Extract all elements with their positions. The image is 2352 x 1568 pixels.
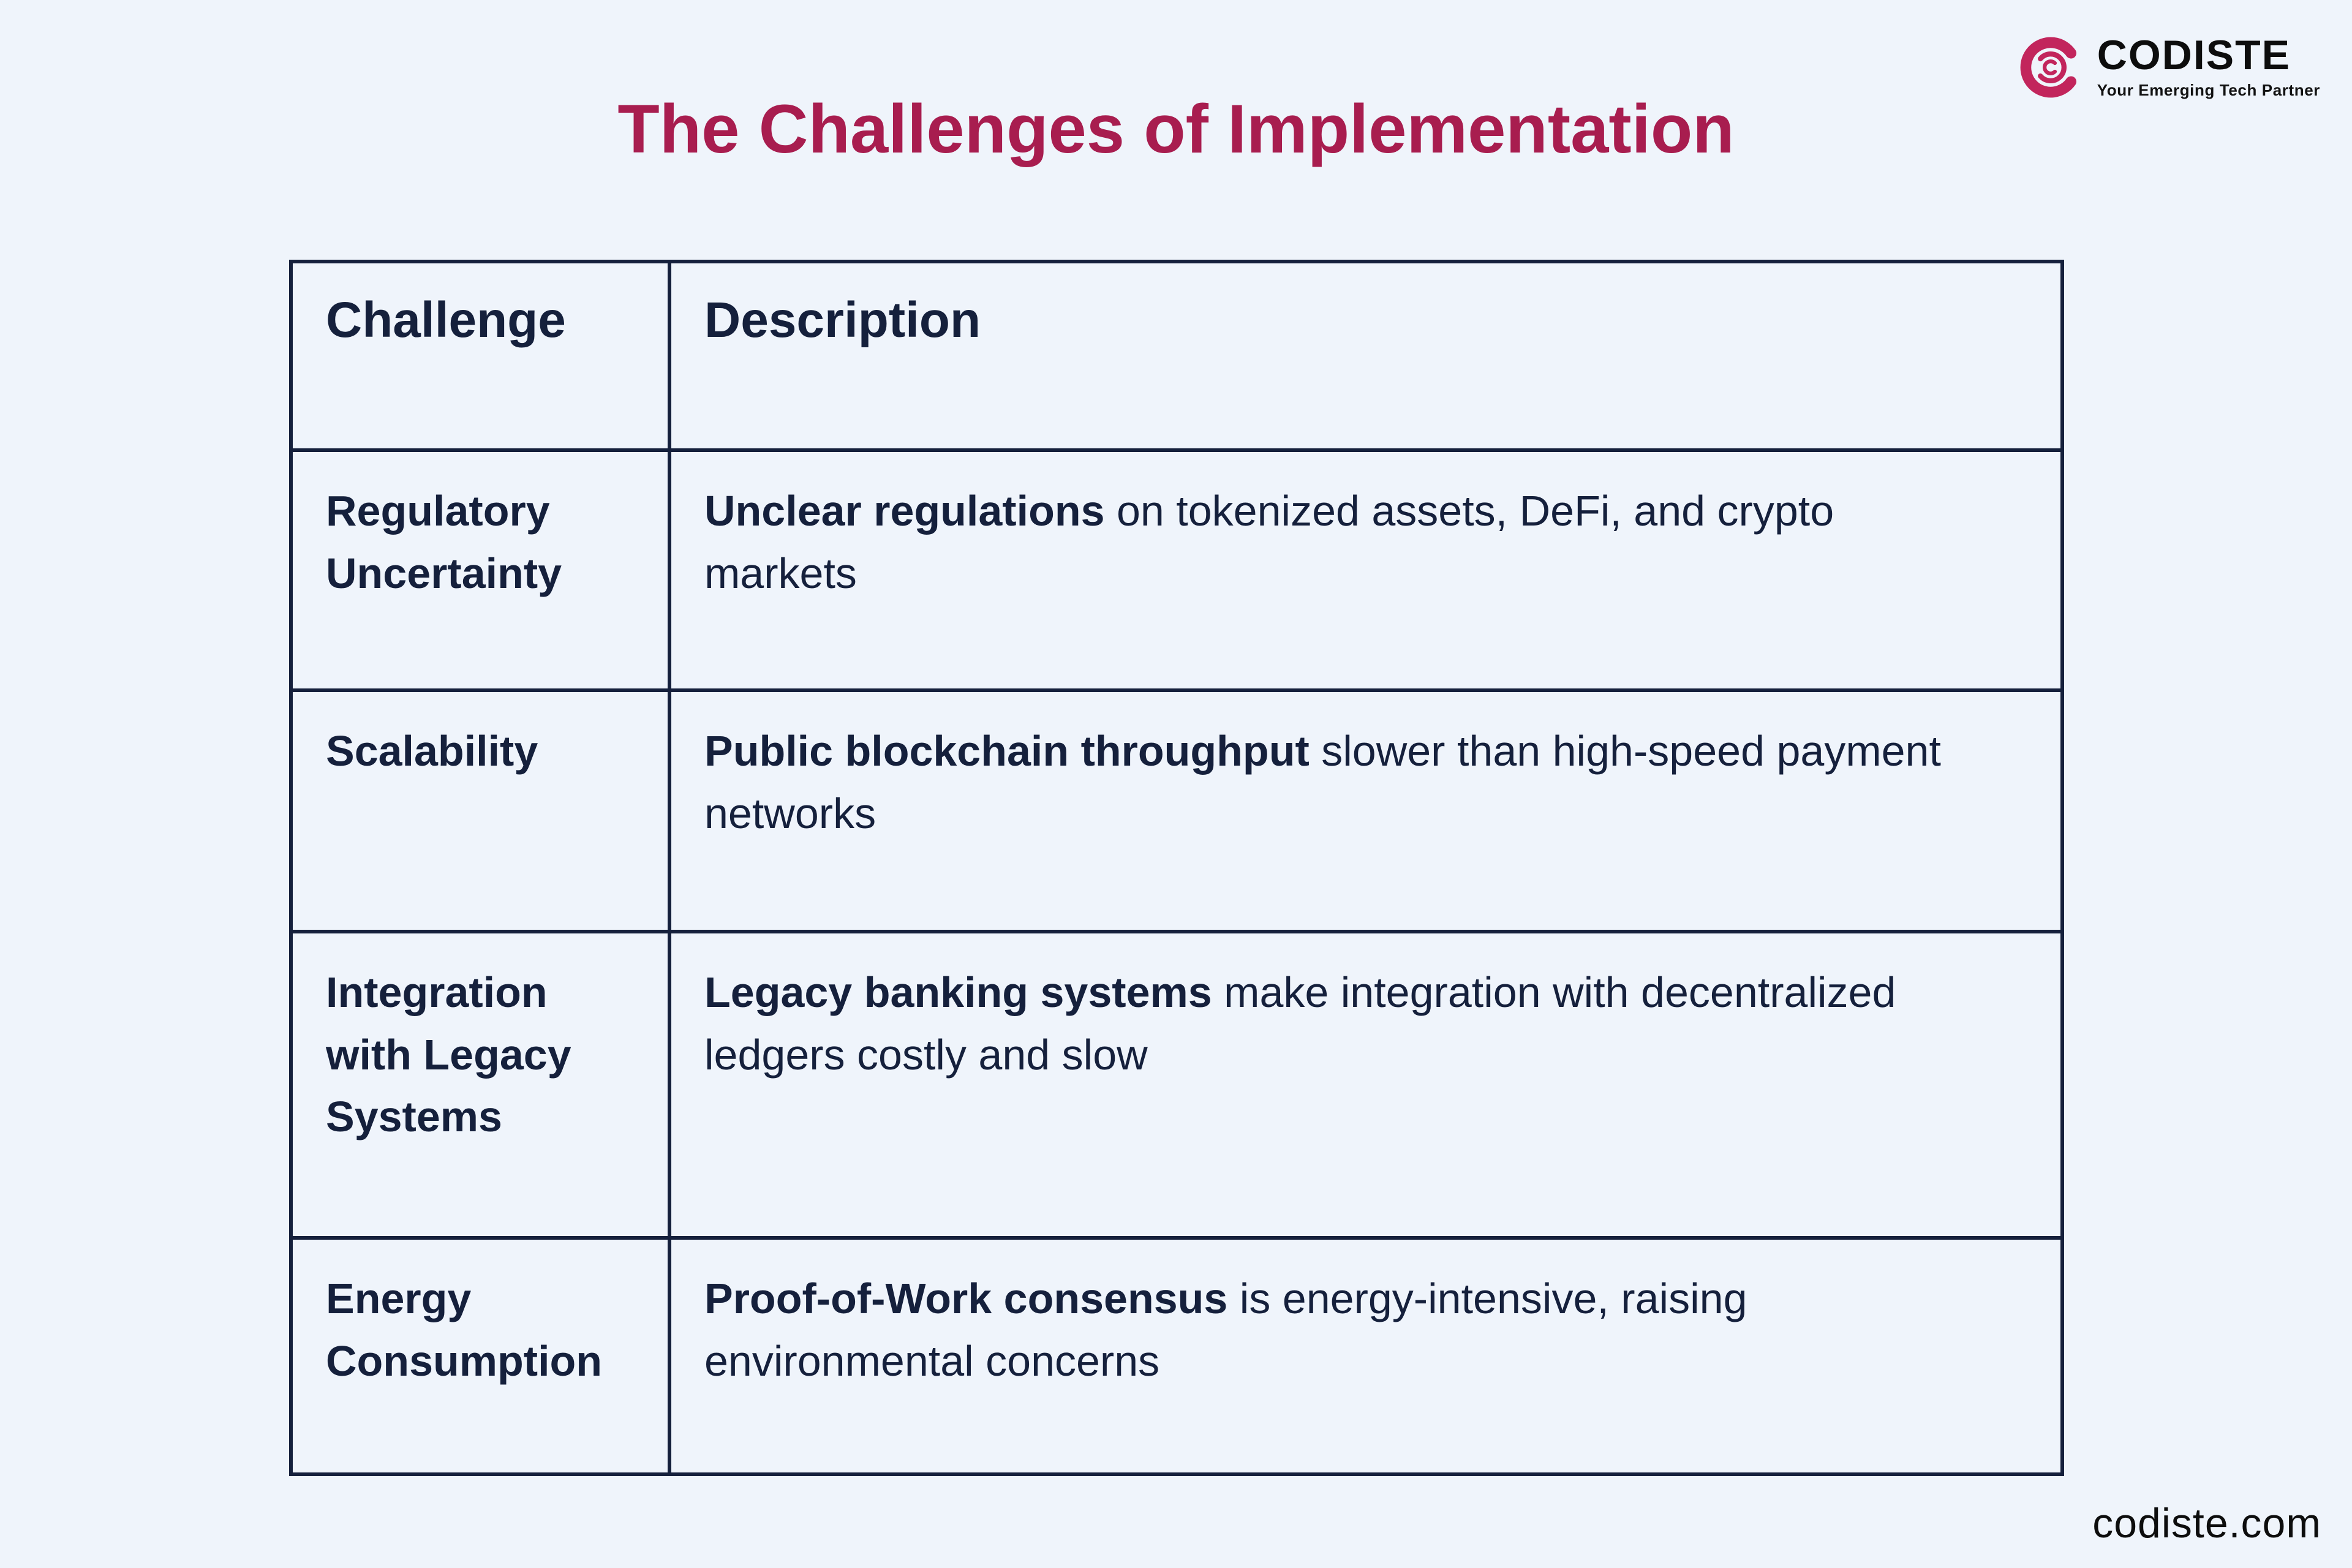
- page-title: The Challenges of Implementation: [617, 91, 1735, 167]
- column-header-description: Description: [668, 260, 2064, 452]
- table-row: Energy Consumption Proof-of-Work consens…: [289, 1236, 2064, 1476]
- logo-text-block: CODISTE Your Emerging Tech Partner: [2097, 34, 2320, 100]
- table-row: Integration with Legacy Systems Legacy b…: [289, 930, 2064, 1240]
- description-rest: is energy-intensive, raising environment…: [704, 1275, 1747, 1385]
- column-header-challenge: Challenge: [289, 260, 671, 452]
- challenge-cell: Scalability: [289, 688, 671, 933]
- description-text: Unclear regulations on tokenized assets,…: [704, 480, 1978, 605]
- description-text: Proof-of-Work consensus is energy-intens…: [704, 1268, 1978, 1392]
- description-rest: slower than high-speed payment networks: [704, 727, 1941, 837]
- challenge-cell: Integration with Legacy Systems: [289, 930, 671, 1240]
- challenge-cell: Regulatory Uncertainty: [289, 448, 671, 692]
- codiste-logo-icon: [2020, 37, 2076, 97]
- description-rest: on tokenized assets, DeFi, and crypto ma…: [704, 487, 1834, 597]
- description-lead: Public blockchain throughput: [704, 727, 1310, 775]
- challenge-cell: Energy Consumption: [289, 1236, 671, 1476]
- challenges-table: Challenge Description Regulatory Uncerta…: [289, 260, 2064, 1476]
- codiste-logo: CODISTE Your Emerging Tech Partner: [2019, 34, 2320, 100]
- description-cell: Public blockchain throughput slower than…: [668, 688, 2064, 933]
- description-text: Legacy banking systems make integration …: [704, 962, 1978, 1086]
- table-row: Regulatory Uncertainty Unclear regulatio…: [289, 448, 2064, 692]
- challenge-name: Regulatory Uncertainty: [326, 487, 562, 597]
- logo-tagline: Your Emerging Tech Partner: [2097, 81, 2320, 99]
- description-rest: make integration with decentralized ledg…: [704, 968, 1896, 1079]
- logo-wordmark: CODISTE: [2097, 32, 2291, 78]
- description-cell: Legacy banking systems make integration …: [668, 930, 2064, 1240]
- description-text: Public blockchain throughput slower than…: [704, 720, 1978, 845]
- description-cell: Unclear regulations on tokenized assets,…: [668, 448, 2064, 692]
- description-lead: Proof-of-Work consensus: [704, 1275, 1228, 1322]
- description-lead: Legacy banking systems: [704, 968, 1212, 1016]
- description-cell: Proof-of-Work consensus is energy-intens…: [668, 1236, 2064, 1476]
- table-row: Scalability Public blockchain throughput…: [289, 688, 2064, 933]
- challenge-name: Scalability: [326, 727, 538, 775]
- table-header-row: Challenge Description: [289, 260, 2064, 452]
- challenge-name: Integration with Legacy Systems: [326, 968, 571, 1140]
- challenge-name: Energy Consumption: [326, 1275, 603, 1385]
- website-url: codiste.com: [2092, 1500, 2321, 1547]
- description-lead: Unclear regulations: [704, 487, 1105, 535]
